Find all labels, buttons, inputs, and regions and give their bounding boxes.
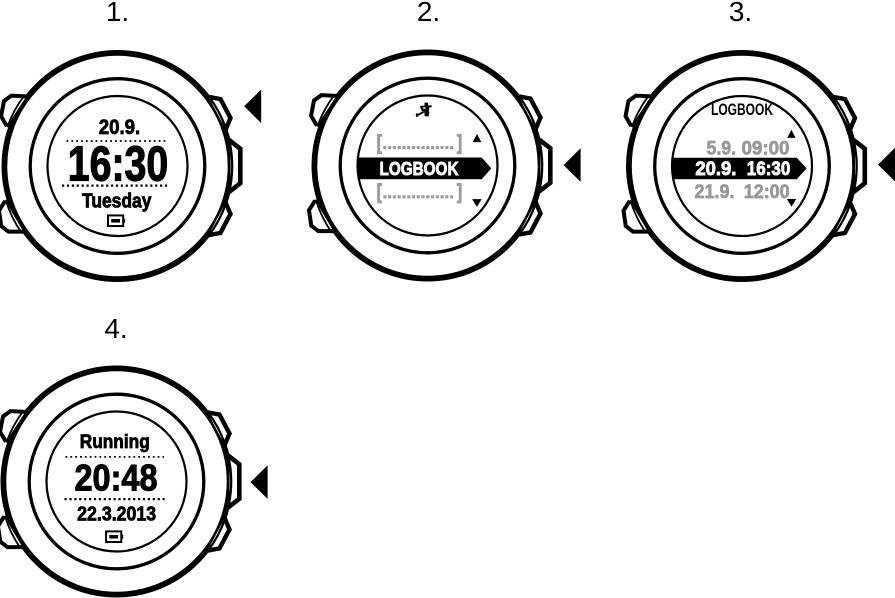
svg-text:Tuesday: Tuesday (82, 191, 152, 213)
svg-text:09:00: 09:00 (742, 138, 790, 160)
svg-text:Running: Running (80, 432, 150, 453)
svg-text:16:30: 16:30 (68, 137, 169, 192)
svg-text:20.9.: 20.9. (695, 158, 736, 180)
svg-text:LOGBOOK: LOGBOOK (711, 101, 773, 119)
svg-text:20.9.: 20.9. (99, 115, 141, 139)
svg-text:5.9.: 5.9. (707, 138, 737, 160)
svg-text:16:30: 16:30 (747, 158, 791, 180)
svg-text:3.: 3. (729, 0, 752, 27)
svg-text:1.: 1. (106, 0, 129, 27)
svg-text:21.9.: 21.9. (695, 181, 735, 203)
svg-text:2.: 2. (417, 0, 440, 27)
svg-text:20:48: 20:48 (75, 457, 158, 498)
svg-text:22.3.2013: 22.3.2013 (77, 503, 156, 525)
svg-text:4.: 4. (104, 313, 127, 344)
svg-text:LOGBOOK: LOGBOOK (380, 158, 459, 179)
svg-text:12:00: 12:00 (744, 181, 790, 203)
